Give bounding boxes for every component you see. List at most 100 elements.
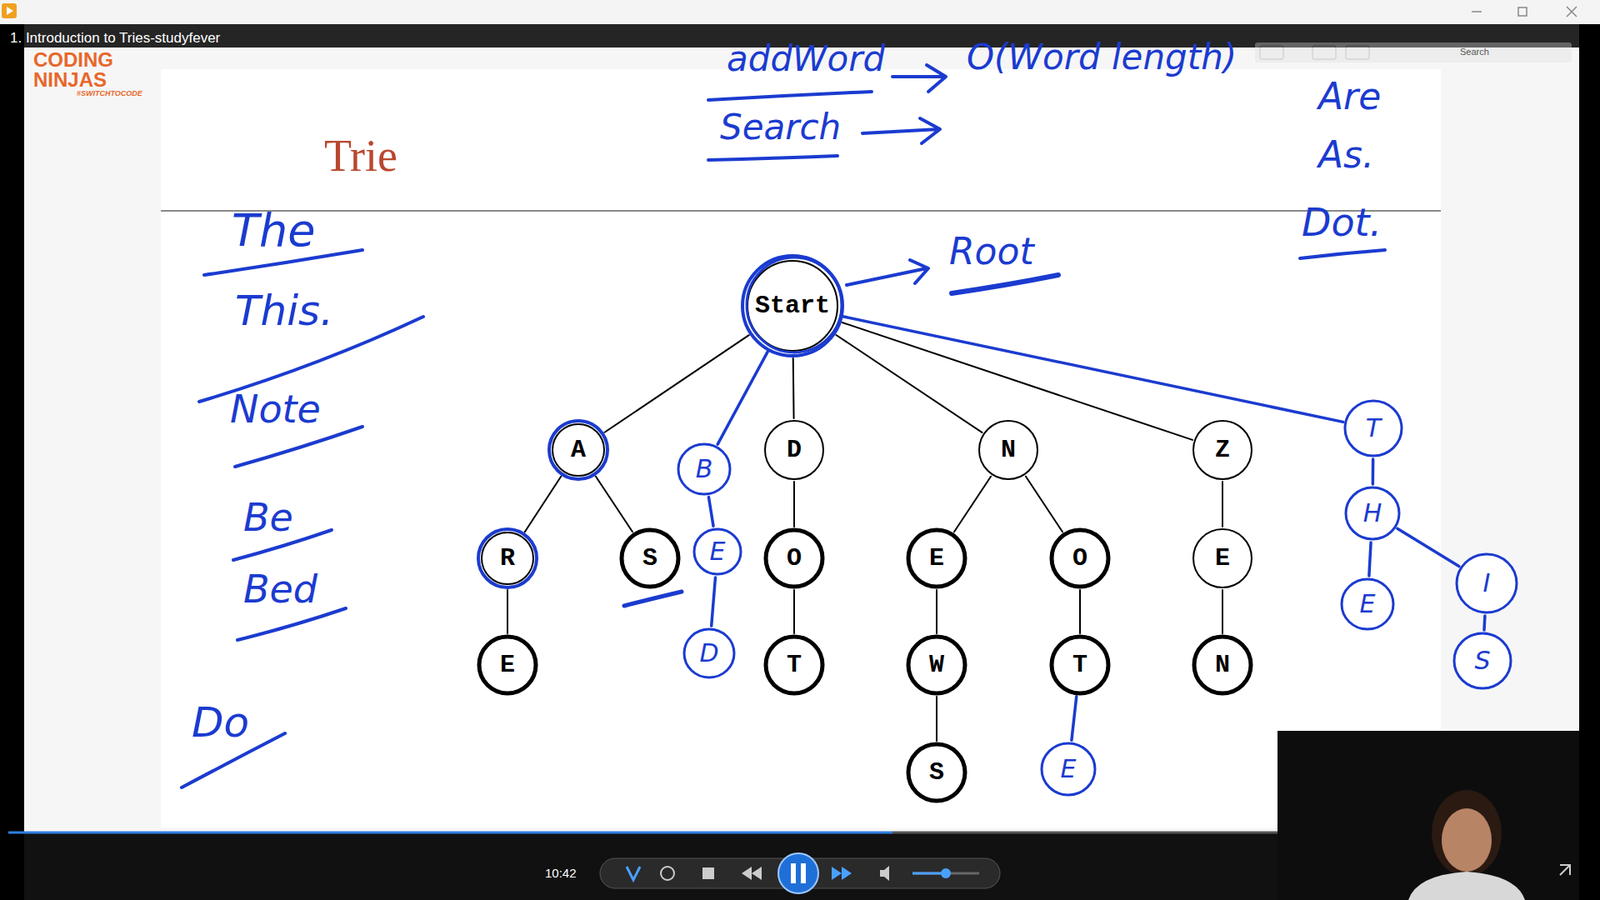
underline bbox=[708, 155, 838, 160]
node-letter: S bbox=[1474, 648, 1490, 674]
underline bbox=[951, 275, 1059, 294]
hand-drawn-node: E bbox=[1340, 576, 1395, 632]
trie-edge bbox=[1071, 696, 1077, 740]
node-circle bbox=[1193, 529, 1252, 588]
slide bbox=[160, 69, 1441, 829]
word-note: Note bbox=[230, 390, 321, 429]
trie-edge bbox=[711, 577, 716, 626]
node-circle bbox=[621, 530, 679, 587]
node-circle bbox=[552, 424, 605, 476]
trie-edge bbox=[793, 590, 795, 634]
trie-edge bbox=[506, 590, 509, 634]
hand-drawn-node: B bbox=[676, 441, 732, 497]
node-letter: S bbox=[929, 760, 945, 785]
ink-circle bbox=[1456, 554, 1517, 613]
node-letter: H bbox=[1363, 500, 1383, 526]
trie-edge bbox=[595, 476, 633, 533]
presenter-hair bbox=[1431, 790, 1502, 877]
slide-title: Trie bbox=[324, 133, 398, 179]
underline bbox=[204, 250, 363, 275]
hand-drawn-node: E bbox=[1040, 740, 1097, 798]
node-circle bbox=[765, 636, 823, 694]
app-icon bbox=[1, 3, 17, 19]
word-note: Are bbox=[1318, 78, 1381, 115]
underline bbox=[235, 426, 363, 467]
hand-note: addWord bbox=[726, 41, 885, 77]
pause-bar bbox=[800, 863, 806, 884]
node-circle bbox=[765, 530, 823, 587]
node-letter: N bbox=[1215, 652, 1230, 678]
trie-node: A bbox=[547, 419, 610, 481]
node-letter: R bbox=[500, 545, 515, 571]
word-note: The bbox=[231, 208, 315, 254]
ink-circle bbox=[1341, 579, 1394, 630]
presenter-face bbox=[1441, 808, 1492, 872]
trie-node: E bbox=[476, 634, 539, 696]
node-letter: I bbox=[1483, 570, 1491, 596]
node-circle bbox=[481, 532, 534, 585]
presenter-shirt bbox=[1408, 871, 1525, 900]
pause-bar bbox=[790, 863, 796, 884]
root-arrow bbox=[846, 260, 929, 285]
trie-edge bbox=[1221, 481, 1224, 527]
underline bbox=[237, 608, 346, 640]
close-button bbox=[1566, 6, 1577, 17]
trie-edge bbox=[935, 696, 938, 741]
window-frame bbox=[0, 0, 1600, 25]
volume-knob bbox=[940, 868, 951, 879]
trie-edge bbox=[1397, 528, 1460, 566]
word-note: Be bbox=[243, 498, 294, 537]
node-letter: W bbox=[929, 652, 945, 678]
repeat-icon bbox=[660, 866, 675, 880]
node-circle bbox=[1051, 636, 1109, 694]
node-letter: D bbox=[699, 640, 719, 666]
trie-edge bbox=[525, 476, 561, 532]
root-label: Root bbox=[949, 233, 1035, 270]
pen-toolbar bbox=[1255, 42, 1572, 63]
ink-circle bbox=[694, 529, 741, 575]
node-letter: T bbox=[786, 652, 802, 678]
trie-node: N bbox=[1191, 634, 1254, 696]
ink-strokes bbox=[181, 65, 1385, 788]
shuffle-icon bbox=[626, 866, 640, 880]
video-frame bbox=[24, 24, 1580, 832]
ink-circle bbox=[678, 444, 730, 495]
word-note: Dot. bbox=[1301, 203, 1382, 242]
trie-node: T bbox=[763, 634, 825, 696]
node-letter: E bbox=[1060, 756, 1077, 782]
trie-edge bbox=[844, 316, 1344, 422]
time-display: 10:42 bbox=[545, 866, 577, 880]
complexity-note: O(Word length) bbox=[966, 40, 1237, 75]
trie-node: Z bbox=[1191, 419, 1254, 481]
toolbar-button bbox=[1312, 45, 1336, 60]
node-circle bbox=[1194, 636, 1251, 694]
trie-edge bbox=[1079, 590, 1081, 634]
node-letter: T bbox=[1072, 652, 1088, 678]
trie-node: O bbox=[1049, 527, 1111, 590]
window-title: 1. Introduction to Tries-studyfever bbox=[10, 30, 220, 45]
trie-node: S bbox=[905, 741, 968, 804]
underline bbox=[1300, 250, 1385, 259]
node-letter: D bbox=[786, 437, 802, 463]
node-letter: Z bbox=[1215, 437, 1230, 463]
node-circle bbox=[765, 420, 824, 480]
node-letter: Start bbox=[755, 293, 830, 319]
ink-circle bbox=[1345, 487, 1400, 540]
node-letter: N bbox=[1000, 437, 1016, 463]
node-circle bbox=[908, 744, 965, 801]
stop-icon bbox=[702, 867, 715, 880]
trie-node: W bbox=[905, 634, 968, 696]
trie-edge bbox=[1482, 615, 1486, 630]
underline bbox=[624, 591, 682, 606]
trie-node: N bbox=[977, 419, 1040, 481]
node-letter: E bbox=[929, 545, 945, 571]
word-note: Do bbox=[191, 701, 250, 744]
toolbar-button bbox=[1345, 45, 1370, 60]
node-circle bbox=[979, 420, 1038, 480]
node-circle bbox=[908, 530, 965, 587]
node-letter: S bbox=[642, 545, 658, 571]
node-letter: E bbox=[500, 652, 515, 678]
trie-node: E bbox=[905, 527, 968, 590]
hand-drawn-node: H bbox=[1344, 485, 1401, 542]
